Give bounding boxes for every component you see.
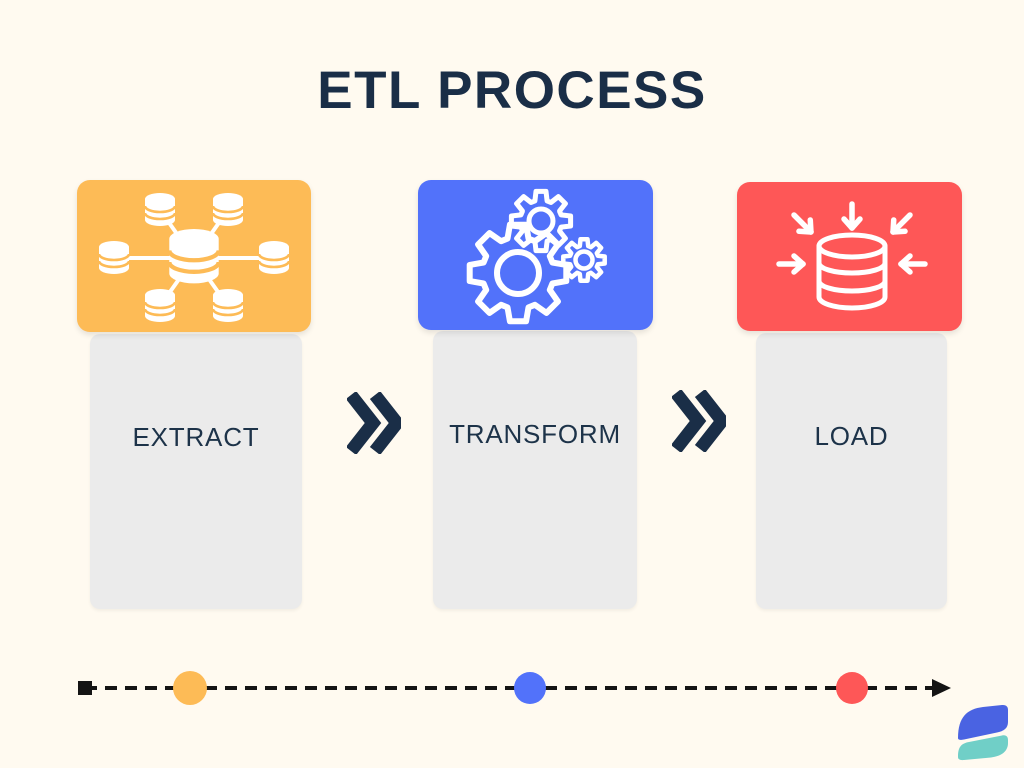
page-title: ETL PROCESS xyxy=(317,61,707,120)
extract-header-card xyxy=(77,180,311,332)
flair-logo xyxy=(958,704,1008,761)
database-import-icon xyxy=(737,182,962,311)
logo-bottom-swoosh xyxy=(958,735,1008,761)
timeline-dot-extract xyxy=(173,671,207,705)
extract-card: EXTRACT xyxy=(90,334,302,609)
extract-label: EXTRACT xyxy=(132,422,260,452)
timeline-dot-load xyxy=(836,672,868,704)
timeline-start-square xyxy=(78,681,92,695)
timeline-arrowhead-icon xyxy=(932,679,951,697)
gears-icon xyxy=(466,188,607,325)
timeline-dot-transform xyxy=(514,672,546,704)
logo-top-swoosh xyxy=(958,704,1008,740)
distributed-databases-icon xyxy=(97,192,291,324)
double-chevron-right-icon-2 xyxy=(672,390,726,452)
load-card: LOAD xyxy=(756,333,947,609)
process-timeline xyxy=(78,671,951,705)
transform-label: TRANSFORM xyxy=(449,419,621,449)
transform-card: TRANSFORM xyxy=(433,331,637,609)
load-label: LOAD xyxy=(814,421,889,451)
transform-header-card xyxy=(418,180,653,330)
double-chevron-right-icon-1 xyxy=(347,392,401,454)
load-header-card xyxy=(737,182,962,331)
